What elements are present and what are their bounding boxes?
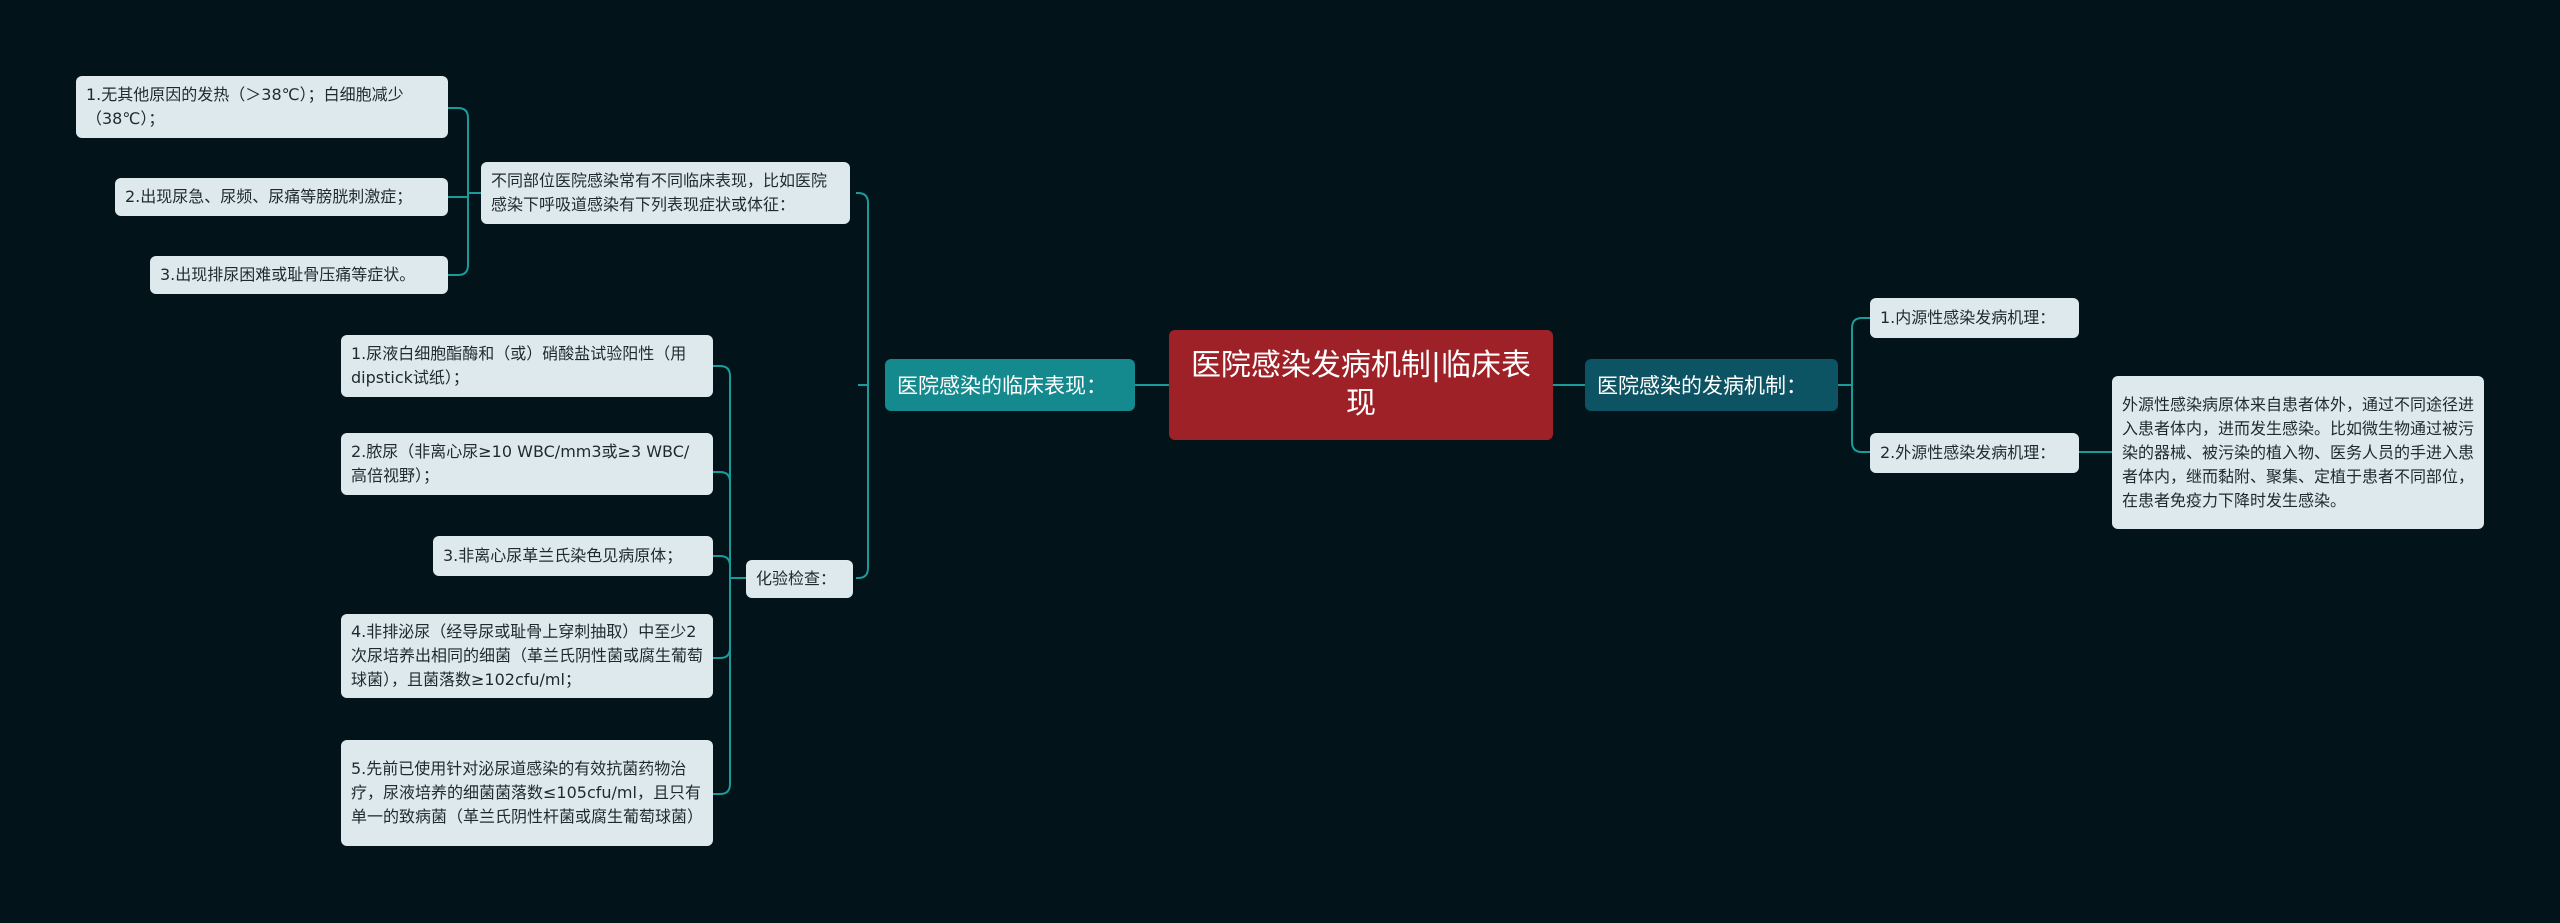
connector-left-main-subs bbox=[856, 192, 869, 579]
respiratory-item-2[interactable]: 2.出现尿急、尿频、尿痛等膀胱刺激症； bbox=[115, 178, 448, 216]
respiratory-item-1[interactable]: 1.无其他原因的发热（＞38℃）；白细胞减少（38℃）； bbox=[76, 76, 448, 138]
endogenous-label: 1.内源性感染发病机理： bbox=[1880, 308, 2056, 327]
lab-item-5[interactable]: 5.先前已使用针对泌尿道感染的有效抗菌药物治疗，尿液培养的细菌菌落数≤105cf… bbox=[341, 740, 713, 846]
exogenous-label: 2.外源性感染发病机理： bbox=[1880, 443, 2056, 462]
exogenous-detail-node[interactable]: 外源性感染病原体来自患者体外，通过不同途径进入患者体内，进而发生感染。比如微生物… bbox=[2112, 376, 2484, 529]
lab-item-1-text: 1.尿液白细胞酯酶和（或）硝酸盐试验阳性（用dipstick试纸）； bbox=[351, 344, 687, 387]
root-topic[interactable]: 医院感染发病机制|临床表现 bbox=[1169, 330, 1553, 440]
exogenous-node[interactable]: 2.外源性感染发病机理： bbox=[1870, 433, 2079, 473]
branch-pathogenesis[interactable]: 医院感染的发病机制： bbox=[1585, 359, 1838, 411]
lab-tests-label: 化验检查： bbox=[756, 569, 837, 588]
branch-pathogenesis-label: 医院感染的发病机制： bbox=[1597, 374, 1807, 398]
respiratory-symptoms-label: 不同部位医院感染常有不同临床表现，比如医院感染下呼吸道感染有下列表现症状或体征： bbox=[491, 171, 828, 214]
lab-item-2-text: 2.脓尿（非离心尿≥10 WBC/mm3或≥3 WBC/高倍视野）； bbox=[351, 442, 690, 485]
connector-respiratory-group bbox=[448, 107, 481, 276]
lab-item-3[interactable]: 3.非离心尿革兰氏染色见病原体； bbox=[433, 536, 713, 576]
lab-tests-node[interactable]: 化验检查： bbox=[746, 560, 853, 598]
branch-clinical-manifestations[interactable]: 医院感染的临床表现： bbox=[885, 359, 1135, 411]
lab-item-2[interactable]: 2.脓尿（非离心尿≥10 WBC/mm3或≥3 WBC/高倍视野）； bbox=[341, 433, 713, 495]
endogenous-node[interactable]: 1.内源性感染发病机理： bbox=[1870, 298, 2079, 338]
respiratory-item-1-text: 1.无其他原因的发热（＞38℃）；白细胞减少（38℃）； bbox=[86, 85, 404, 128]
lab-item-4-text: 4.非排泌尿（经导尿或耻骨上穿刺抽取）中至少2次尿培养出相同的细菌（革兰氏阴性菌… bbox=[351, 622, 704, 689]
respiratory-item-3[interactable]: 3.出现排尿困难或耻骨压痛等症状。 bbox=[150, 256, 448, 294]
lab-item-1[interactable]: 1.尿液白细胞酯酶和（或）硝酸盐试验阳性（用dipstick试纸）； bbox=[341, 335, 713, 397]
branch-clinical-label: 医院感染的临床表现： bbox=[897, 374, 1107, 398]
connector-right-main-subs bbox=[1838, 317, 1870, 453]
lab-item-4[interactable]: 4.非排泌尿（经导尿或耻骨上穿刺抽取）中至少2次尿培养出相同的细菌（革兰氏阴性菌… bbox=[341, 614, 713, 698]
lab-item-5-text: 5.先前已使用针对泌尿道感染的有效抗菌药物治疗，尿液培养的细菌菌落数≤105cf… bbox=[351, 759, 704, 826]
respiratory-symptoms-node[interactable]: 不同部位医院感染常有不同临床表现，比如医院感染下呼吸道感染有下列表现症状或体征： bbox=[481, 162, 850, 224]
respiratory-item-3-text: 3.出现排尿困难或耻骨压痛等症状。 bbox=[160, 265, 416, 284]
respiratory-item-2-text: 2.出现尿急、尿频、尿痛等膀胱刺激症； bbox=[125, 187, 413, 206]
connector-lab-group bbox=[713, 365, 746, 795]
root-title: 医院感染发病机制|临床表现 bbox=[1190, 348, 1532, 421]
lab-item-3-text: 3.非离心尿革兰氏染色见病原体； bbox=[443, 546, 683, 565]
exogenous-detail-text: 外源性感染病原体来自患者体外，通过不同途径进入患者体内，进而发生感染。比如微生物… bbox=[2122, 394, 2475, 510]
